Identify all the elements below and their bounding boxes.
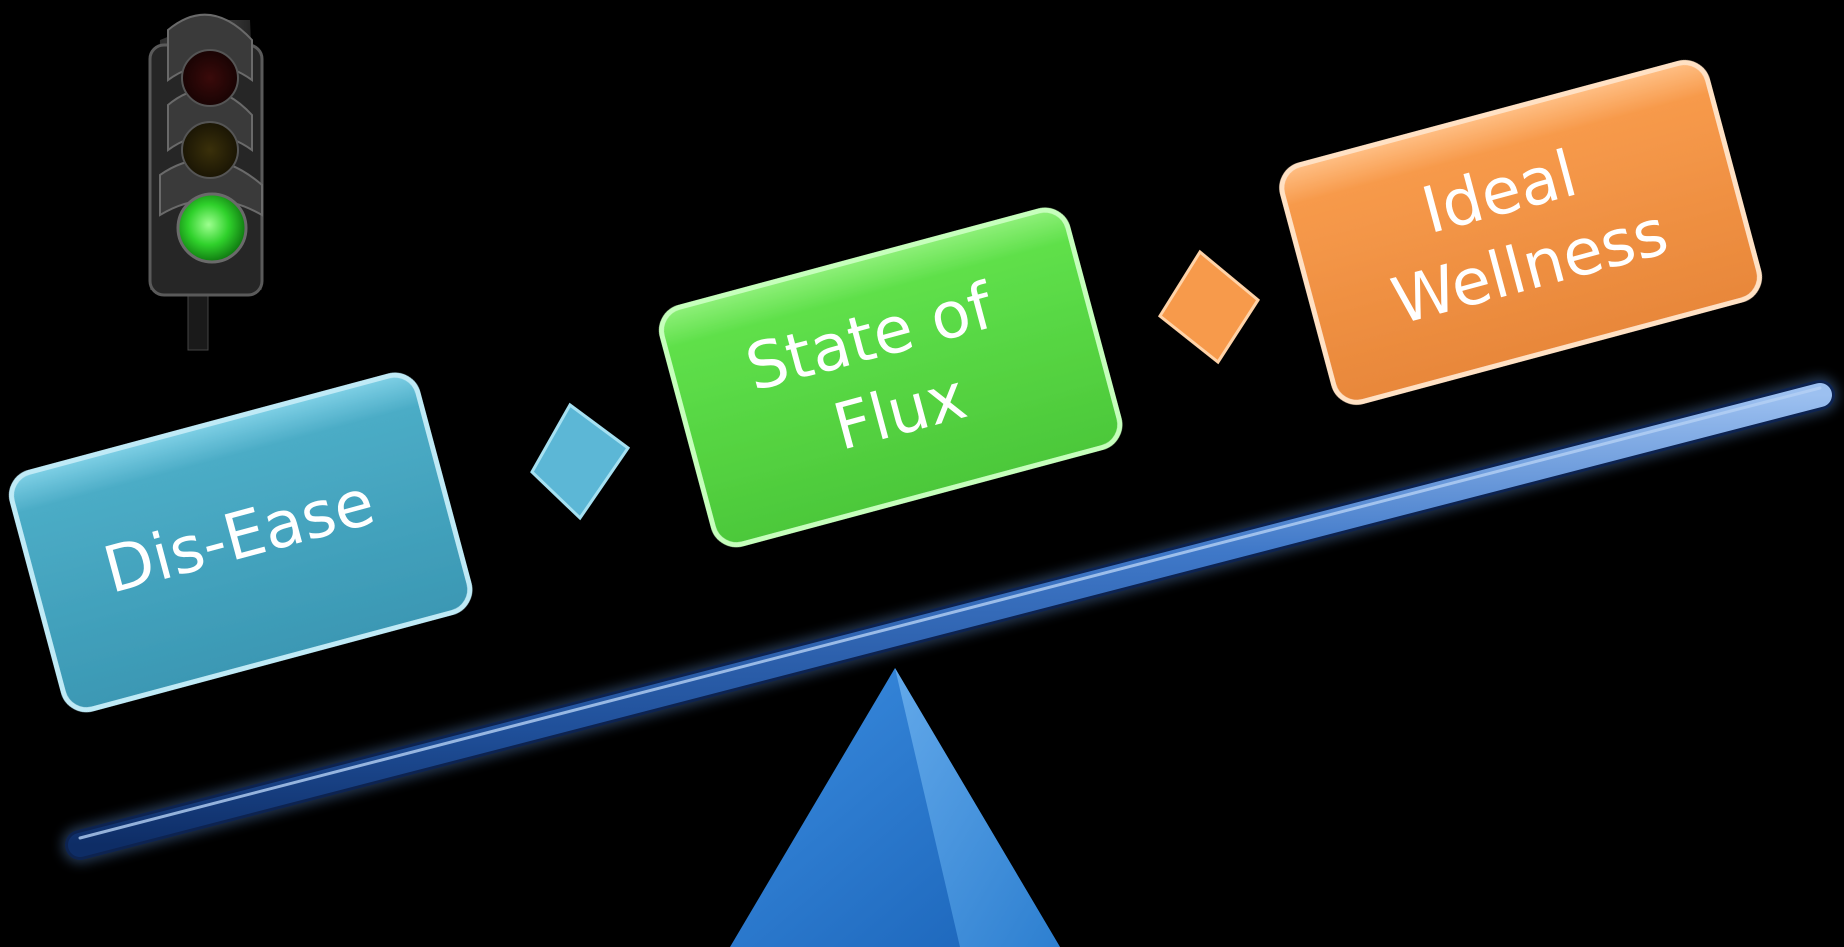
- traffic-light-green-icon: [148, 13, 264, 351]
- seesaw-fulcrum: [730, 668, 1060, 947]
- seesaw-beam: [65, 380, 1835, 860]
- connector-diamond-orange: [1158, 249, 1260, 365]
- box-dis-ease: Dis-Ease: [8, 372, 473, 713]
- box-ideal-wellness: Ideal Wellness: [1279, 60, 1762, 405]
- connector-diamond-blue: [530, 402, 631, 521]
- box-state-of-flux: State of Flux: [658, 207, 1123, 548]
